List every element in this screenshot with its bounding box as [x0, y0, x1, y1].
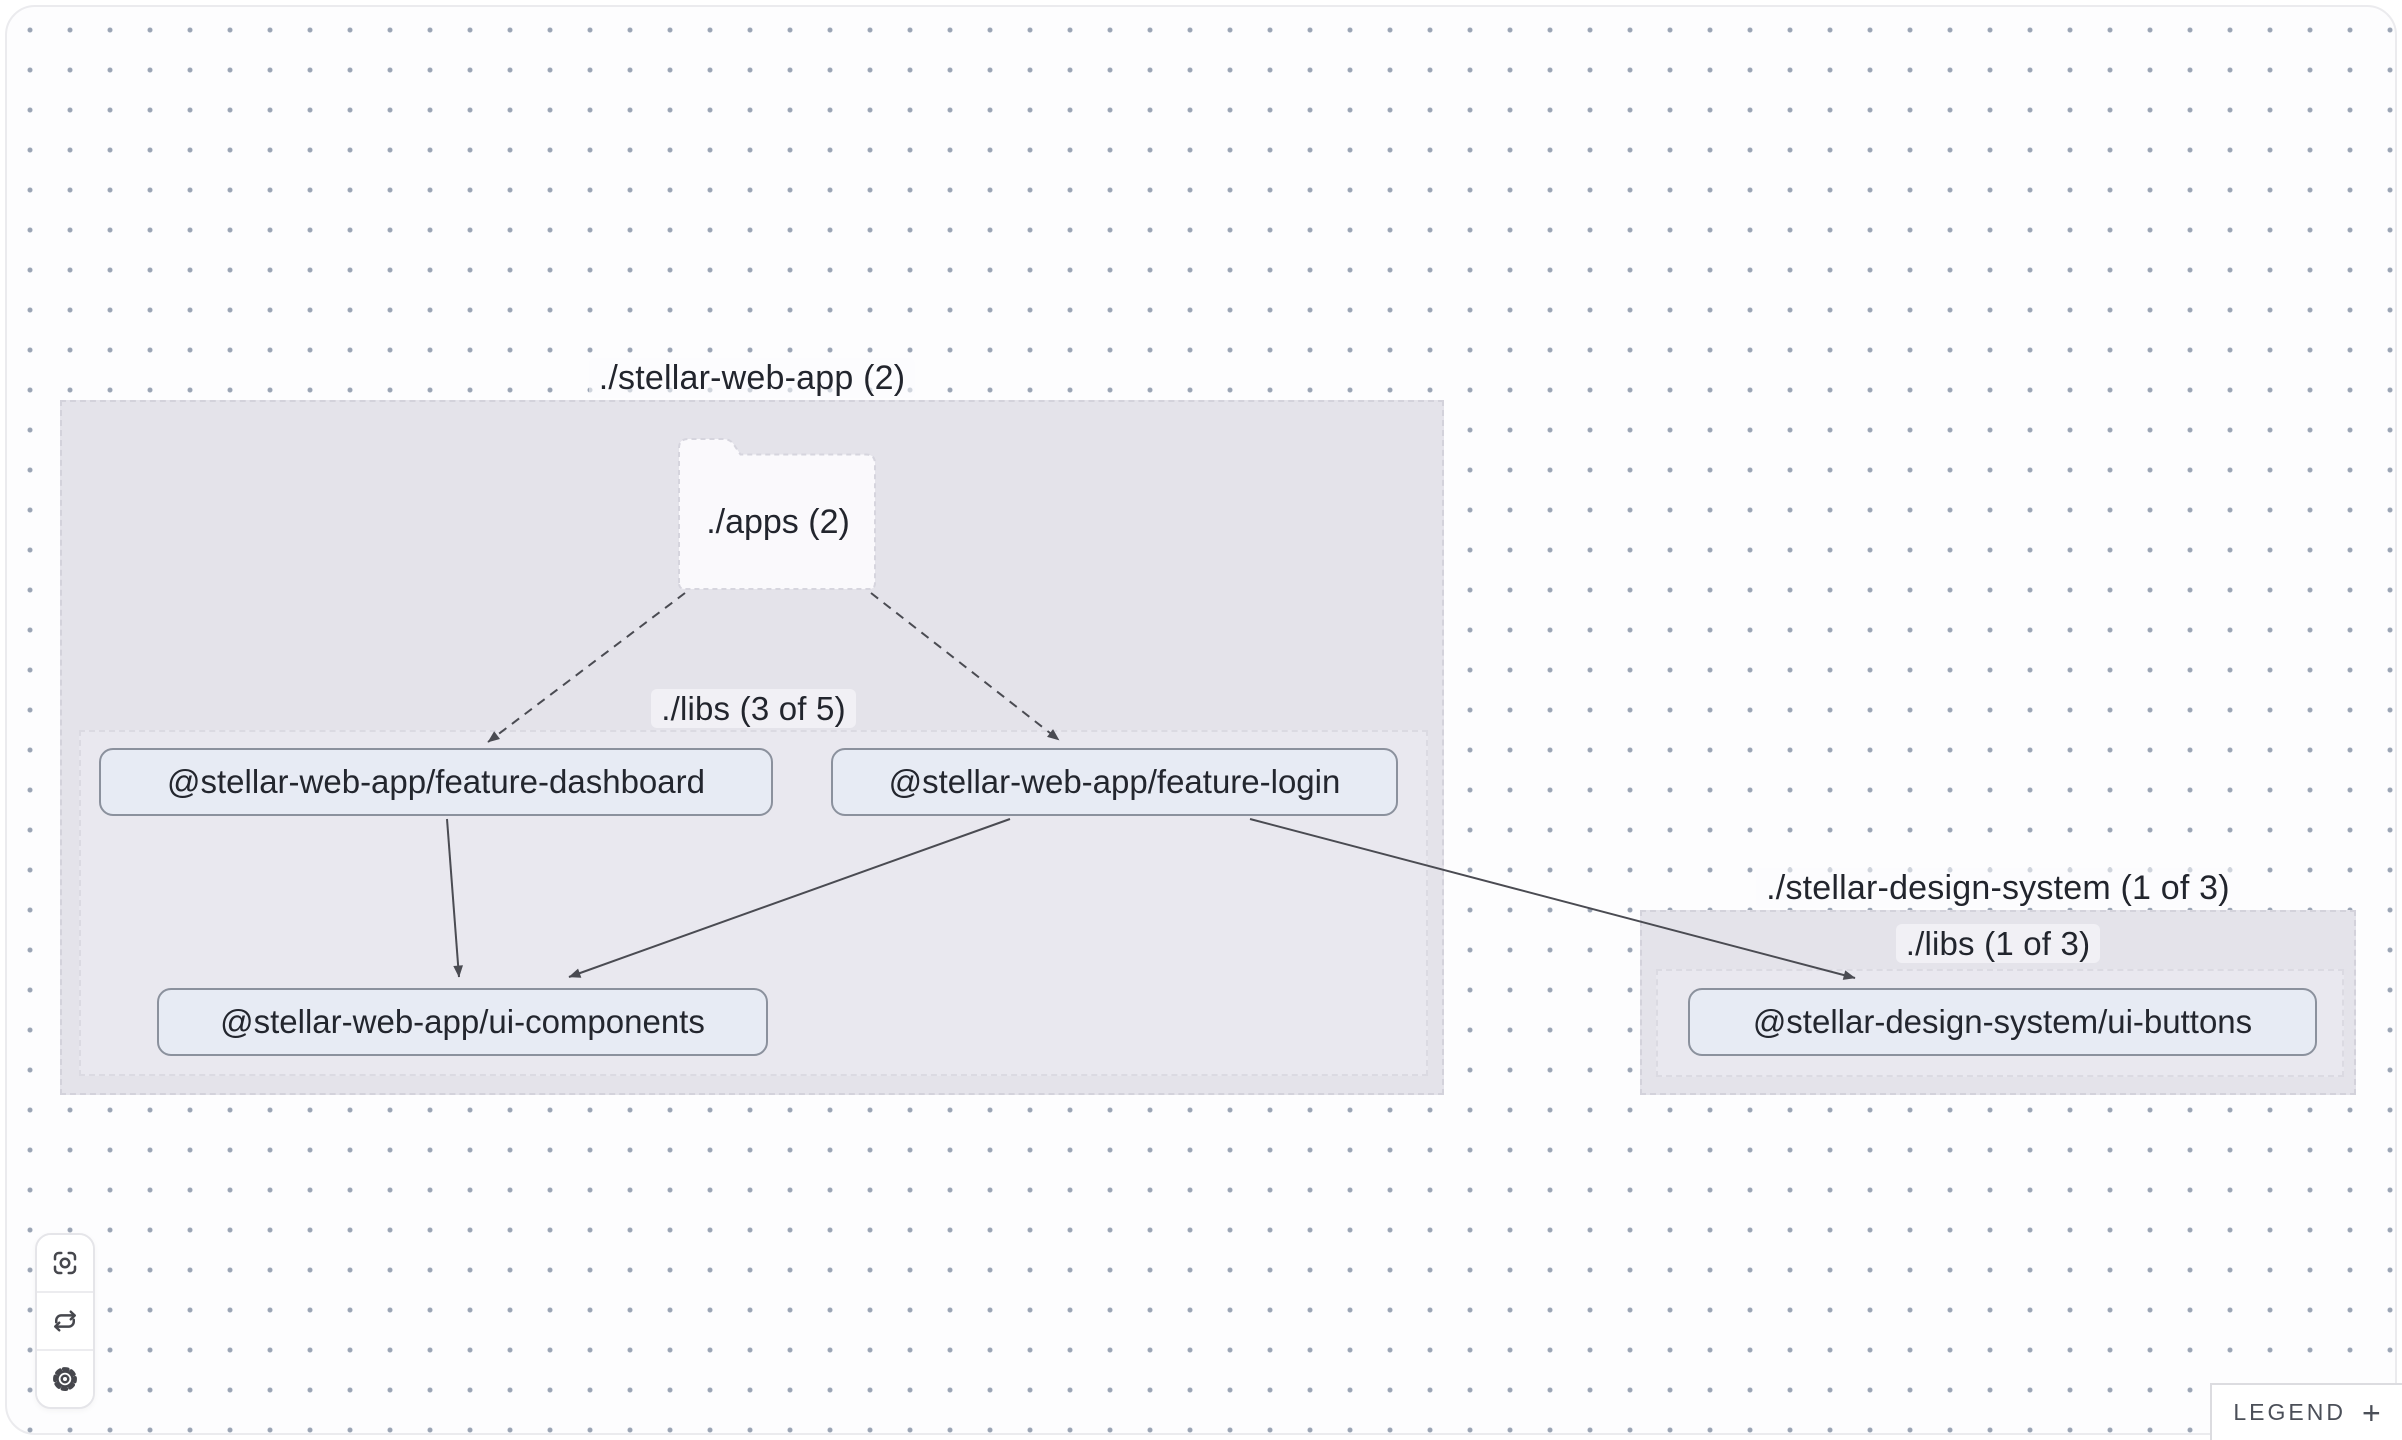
- group-label-stellar-web-app: ./stellar-web-app (2): [60, 358, 1444, 398]
- node-label-text: @stellar-web-app/feature-login: [888, 763, 1341, 800]
- node-feature-dashboard[interactable]: @stellar-web-app/feature-dashboard: [99, 748, 773, 816]
- group-label-stellar-web-app-libs: ./libs (3 of 5): [79, 689, 1428, 728]
- graph-toolbar: [35, 1233, 95, 1409]
- group-label-text: ./stellar-web-app (2): [588, 358, 916, 398]
- node-apps-folder[interactable]: ./apps (2): [679, 454, 877, 590]
- folder-label-text: ./apps (2): [706, 502, 850, 541]
- plus-icon: +: [2361, 1394, 2381, 1431]
- node-feature-login[interactable]: @stellar-web-app/feature-login: [831, 748, 1398, 816]
- node-ui-components[interactable]: @stellar-web-app/ui-components: [157, 988, 768, 1056]
- graph-canvas[interactable]: ./stellar-web-app (2) ./libs (3 of 5) ./…: [5, 5, 2397, 1435]
- node-ui-buttons[interactable]: @stellar-design-system/ui-buttons: [1688, 988, 2317, 1056]
- group-label-stellar-design-system-libs: ./libs (1 of 3): [1640, 924, 2356, 963]
- node-label-text: @stellar-design-system/ui-buttons: [1752, 1003, 2253, 1040]
- group-label-text: ./libs (1 of 3): [1895, 924, 2101, 963]
- settings-button[interactable]: [37, 1349, 93, 1407]
- group-label-text: ./stellar-design-system (1 of 3): [1756, 868, 2240, 908]
- node-label-text: @stellar-web-app/ui-components: [220, 1003, 705, 1040]
- node-label-text: @stellar-web-app/feature-dashboard: [167, 763, 705, 800]
- refresh-button[interactable]: [37, 1291, 93, 1349]
- legend-label: LEGEND: [2233, 1399, 2346, 1425]
- folder-icon: [678, 438, 876, 590]
- refresh-icon: [53, 1310, 76, 1332]
- legend-toggle[interactable]: LEGEND +: [2210, 1383, 2402, 1440]
- focus-icon: [53, 1251, 77, 1275]
- group-label-stellar-design-system: ./stellar-design-system (1 of 3): [1640, 868, 2356, 908]
- settings-icon: [53, 1367, 77, 1391]
- focus-button[interactable]: [37, 1235, 93, 1291]
- group-label-text: ./libs (3 of 5): [651, 689, 856, 728]
